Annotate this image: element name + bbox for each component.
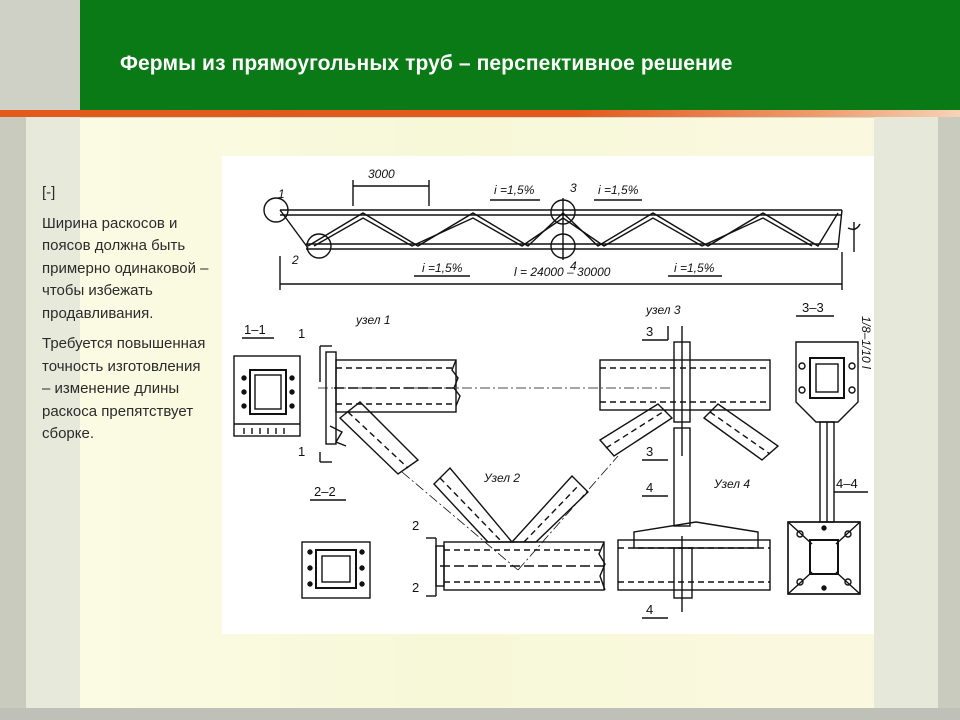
section-4-4 — [787, 491, 868, 595]
span-label: l = 24000 – 30000 — [514, 265, 611, 279]
slope-bottom-right: i =1,5% — [674, 261, 715, 275]
section-2-2 — [301, 499, 371, 599]
node-3-label: узел 3 — [645, 303, 681, 317]
truss-elevation — [263, 180, 861, 290]
right-inner-band — [874, 0, 938, 720]
cut-3-top: 3 — [646, 324, 653, 339]
cut-2-bottom: 2 — [412, 580, 419, 595]
truss-drawing: 3000 i =1,5% i =1,5% i =1,5% i =1,5% l =… — [222, 156, 874, 634]
node-2-detail — [426, 466, 606, 597]
paragraph-precision: Требуется повышенная точность изготовлен… — [42, 335, 206, 442]
cut-1-bottom: 1 — [298, 444, 305, 459]
bottom-border-band — [0, 708, 960, 720]
node-marker-2: 2 — [291, 253, 299, 267]
left-border-band — [0, 0, 26, 720]
right-border-band — [938, 0, 960, 720]
node-1-detail — [319, 345, 461, 475]
node-4-label: Узел 4 — [713, 477, 750, 491]
cut-2-top: 2 — [412, 518, 419, 533]
node-3-detail — [598, 326, 780, 461]
node-marker-4: 4 — [570, 259, 577, 273]
slide-title: Фермы из прямоугольных труб – перспектив… — [120, 52, 733, 75]
cut-3-bottom: 3 — [646, 444, 653, 459]
paragraph-width: Ширина раскосов и поясов должна быть при… — [42, 214, 209, 322]
section-2-2-label: 2–2 — [314, 484, 336, 499]
bracket-marker: [-] — [42, 184, 56, 201]
slope-bottom-left: i =1,5% — [422, 261, 463, 275]
cut-1-top: 1 — [298, 326, 305, 341]
cut-4-bottom: 4 — [646, 602, 653, 617]
node-marker-3: 3 — [570, 181, 577, 195]
dim-panel-label: 3000 — [368, 167, 395, 181]
sidebar-text: [-] Ширина раскосов и поясов должна быть… — [42, 182, 212, 454]
truss-drawing-svg: 3000 i =1,5% i =1,5% i =1,5% i =1,5% l =… — [233, 167, 873, 619]
node-marker-1: 1 — [278, 187, 285, 201]
node-2-label: Узел 2 — [483, 471, 520, 485]
section-3-3 — [795, 315, 859, 523]
section-1-1 — [233, 337, 301, 437]
left-inner-band — [26, 0, 80, 720]
header-left-block — [0, 0, 80, 110]
node-1-label: узел 1 — [355, 313, 391, 327]
node-4-detail — [617, 427, 771, 619]
height-note: 1/8–1/10 l — [859, 316, 873, 369]
section-3-3-label: 3–3 — [802, 300, 824, 315]
section-1-1-label: 1–1 — [244, 322, 266, 337]
slope-top-right: i =1,5% — [598, 183, 639, 197]
cut-4-top: 4 — [646, 480, 653, 495]
slope-top-left: i =1,5% — [494, 183, 535, 197]
header-accent-line — [0, 110, 960, 117]
slide-header — [80, 0, 960, 110]
section-4-4-label: 4–4 — [836, 476, 858, 491]
